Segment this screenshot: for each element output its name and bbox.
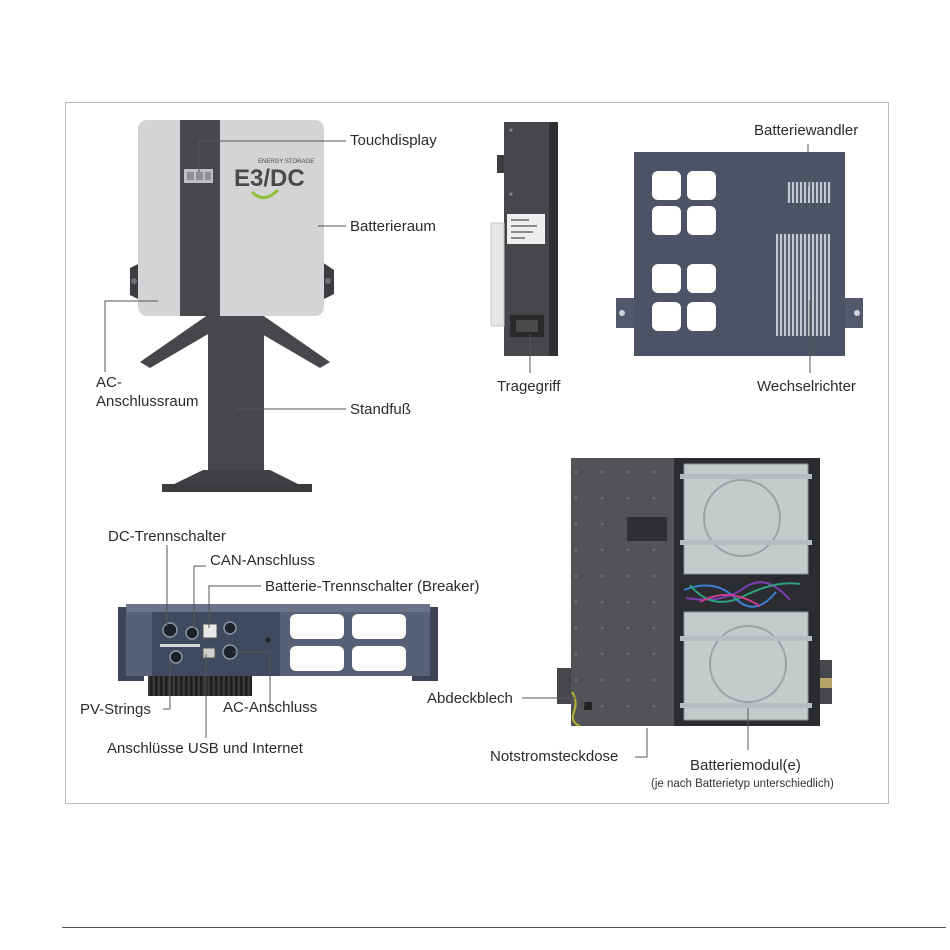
- battery-cabinet-illustration: [557, 458, 832, 727]
- label-batterieraum: Batterieraum: [350, 218, 436, 235]
- label-batteriemodul-note: (je nach Batterietyp unterschiedlich): [651, 778, 834, 790]
- label-notstromsteckdose: Notstromsteckdose: [490, 748, 619, 765]
- label-usb-internet: Anschlüsse USB und Internet: [107, 740, 303, 757]
- label-ac-anschlussraum-line2: Anschlussraum: [96, 393, 199, 410]
- label-can-anschluss: CAN-Anschluss: [210, 552, 316, 569]
- device-back-illustration: [616, 152, 863, 356]
- device-side-illustration: [490, 122, 558, 356]
- label-pv-strings: PV-Strings: [80, 701, 151, 718]
- figure-frame: [65, 102, 889, 804]
- label-tragegriff: Tragegriff: [497, 378, 561, 395]
- label-abdeckblech: Abdeckblech: [427, 690, 513, 707]
- label-dc-trennschalter: DC-Trennschalter: [108, 528, 226, 545]
- device-front-illustration: E3/DC ENERGY STORAGE: [130, 120, 334, 492]
- label-batteriewandler: Batteriewandler: [754, 122, 859, 139]
- label-ac-anschlussraum-line1: AC-: [96, 374, 122, 391]
- brand-logo-text: E3/DC: [234, 165, 305, 192]
- brand-logo-subtext: ENERGY STORAGE: [258, 159, 314, 165]
- label-wechselrichter: Wechselrichter: [757, 378, 856, 395]
- label-batteriemodul: Batteriemodul(e): [690, 757, 801, 774]
- connection-panel-illustration: [118, 604, 438, 696]
- label-standfuss: Standfuß: [350, 401, 411, 418]
- label-touchdisplay: Touchdisplay: [350, 132, 437, 149]
- label-batterie-trennschalter: Batterie-Trennschalter (Breaker): [265, 578, 480, 595]
- label-ac-anschluss: AC-Anschluss: [223, 699, 318, 716]
- footer-rule: [62, 927, 946, 928]
- leader-lines: [104, 140, 811, 758]
